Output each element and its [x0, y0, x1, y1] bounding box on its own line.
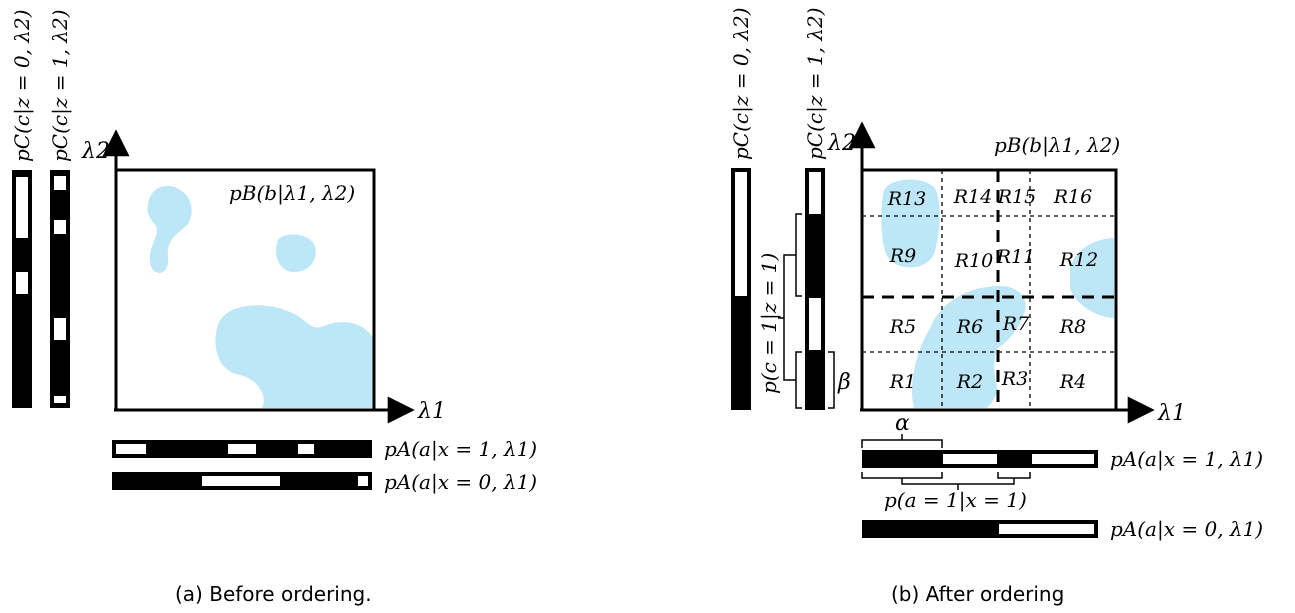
pc-z0-label-b: pC(c|z = 0, λ2) [729, 8, 754, 161]
pc-z1-bar-a [50, 170, 70, 408]
region-label: R14 [953, 186, 992, 208]
pa-x0-bar-a [112, 472, 372, 490]
region-labels-b: R1 R2 R3 R4 R5 R6 R7 R8 R9 R10 R11 R12 R… [887, 186, 1098, 393]
pc-z1-label-b: pC(c|z = 1, λ2) [803, 8, 828, 161]
caption-b: (b) After ordering [891, 582, 1065, 606]
region-label: R1 [889, 371, 916, 393]
pc-z0-bar-b [731, 168, 751, 410]
alpha-label-b: α [895, 411, 910, 436]
region-label: R10 [954, 250, 993, 272]
pb-box-b [860, 168, 1118, 412]
pa-x0-bar-b [862, 520, 1098, 538]
region-label: R3 [1001, 368, 1028, 390]
axis-y-label-b: λ2 [827, 131, 856, 156]
region-label: R7 [1002, 313, 1030, 335]
pa-x0-label-a: pA(a|x = 0, λ1) [384, 470, 537, 495]
caption-a: (a) Before ordering. [175, 582, 372, 606]
region-label: R8 [1059, 316, 1086, 338]
region-label: R5 [889, 316, 916, 338]
region-label: R2 [956, 371, 983, 393]
pa-braces-b [861, 472, 1031, 490]
axis-x-label-b: λ1 [1157, 401, 1186, 426]
p-c-label-b: p(c = 1|z = 1) [757, 253, 782, 394]
pc-braces-b [778, 213, 835, 409]
pb-label-b: pB(b|λ1, λ2) [994, 133, 1120, 158]
panel-a: pC(c|z = 0, λ2) pC(c|z = 1, λ2) λ2 λ1 pB… [10, 10, 537, 496]
region-label: R15 [997, 186, 1036, 208]
alpha-brace-b [861, 434, 943, 448]
pc-z0-bar-a [12, 170, 32, 408]
pa-x1-label-a: pA(a|x = 1, λ1) [384, 437, 537, 462]
axis-y-label-a: λ2 [81, 139, 110, 164]
pc-z1-label-a: pC(c|z = 1, λ2) [48, 10, 73, 163]
panel-b: pC(c|z = 0, λ2) pC(c|z = 1, λ2) p(c = 1|… [729, 8, 1263, 543]
p-a-label-b: p(a = 1|x = 1) [884, 488, 1027, 513]
beta-label-b: β [837, 370, 851, 395]
pa-x1-bar-b [862, 450, 1098, 468]
axis-x-label-a: λ1 [417, 399, 446, 424]
grid-lines-b [862, 170, 1116, 410]
pa-x1-bar-a [112, 440, 372, 458]
region-label: R6 [956, 316, 983, 338]
region-label: R9 [889, 245, 916, 267]
pc-z0-label-a: pC(c|z = 0, λ2) [10, 10, 35, 163]
pc-z1-bar-b [805, 168, 825, 410]
pa-x0-label-b: pA(a|x = 0, λ1) [1110, 517, 1263, 542]
pb-label-a: pB(b|λ1, λ2) [229, 181, 355, 206]
region-label: R12 [1059, 249, 1098, 271]
region-label: R4 [1059, 371, 1086, 393]
region-label: R16 [1053, 186, 1092, 208]
region-label: R13 [887, 188, 926, 210]
pa-x1-label-b: pA(a|x = 1, λ1) [1110, 447, 1263, 472]
region-label: R11 [996, 246, 1035, 268]
blobs-a [147, 185, 374, 408]
pb-box-a [114, 168, 376, 412]
